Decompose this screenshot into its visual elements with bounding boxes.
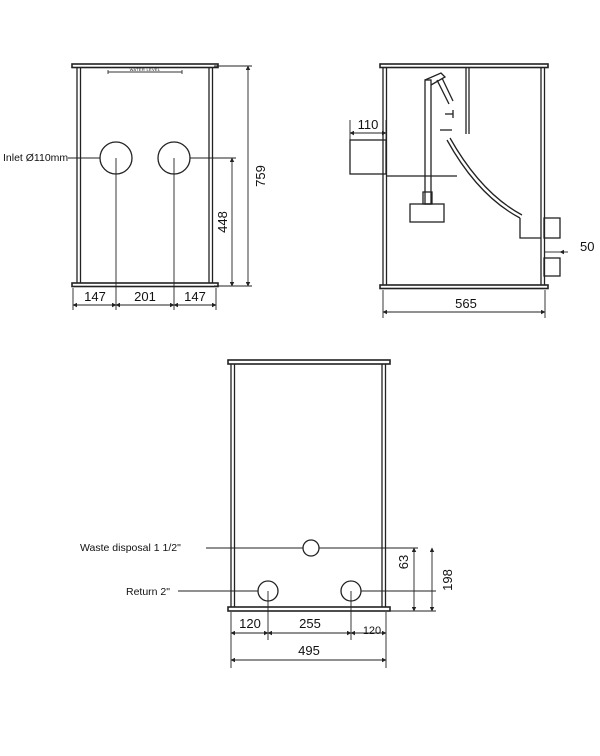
- waste-disposal-label: Waste disposal 1 1/2": [80, 542, 181, 554]
- side-outlet-upper: [543, 217, 561, 239]
- back-return-height: 198: [440, 569, 455, 591]
- side-pump-block: [409, 203, 445, 223]
- front-total-height: 759: [253, 165, 268, 187]
- front-inlet-height: 448: [215, 211, 230, 233]
- front-view: WATER LEVEL Inlet Ø110mm 147 201 147 448…: [3, 63, 268, 310]
- side-outlet-dim: 50: [580, 239, 594, 254]
- return-label: Return 2": [126, 586, 170, 598]
- front-bottom-rim: [71, 282, 219, 288]
- water-level-label: WATER LEVEL: [130, 67, 161, 72]
- side-bottom-rim: [379, 284, 549, 290]
- back-bottom-rim: [227, 606, 391, 612]
- front-left-wall: [76, 65, 82, 287]
- waste-disposal-circle: [302, 539, 320, 557]
- side-depth-dim: 565: [455, 296, 477, 311]
- side-curved-screen: [446, 139, 521, 219]
- side-right-wall: [540, 65, 546, 289]
- front-dim-middle: 201: [134, 289, 156, 304]
- side-inlet-dim: 110: [358, 117, 379, 132]
- side-internal-post: [424, 79, 432, 205]
- back-width-dim: 495: [298, 643, 320, 658]
- side-top-rim: [379, 63, 549, 69]
- back-dim-middle: 255: [299, 616, 321, 631]
- front-right-wall: [208, 65, 214, 287]
- side-diagonal-rod: [436, 79, 450, 105]
- back-right-wall: [381, 361, 387, 609]
- back-dim-right: 120: [363, 625, 381, 637]
- back-left-wall: [230, 361, 236, 609]
- water-level-marker: WATER LEVEL: [107, 67, 183, 74]
- side-curved-screen-b: [449, 137, 523, 216]
- front-dim-right: 147: [184, 289, 206, 304]
- side-inlet-pipe: [349, 139, 387, 175]
- back-view: Waste disposal 1 1/2" Return 2" 120 255 …: [80, 359, 455, 668]
- side-outlet-lower: [543, 257, 561, 277]
- side-outlet-channel: [519, 218, 541, 239]
- back-waste-height: 63: [396, 555, 411, 569]
- side-view: 110 50 565: [349, 63, 594, 318]
- side-diagonal-rod-b: [441, 77, 454, 102]
- side-pump-neck: [422, 191, 433, 205]
- side-left-wall: [382, 65, 388, 289]
- back-top-rim: [227, 359, 391, 365]
- front-dim-left: 147: [84, 289, 106, 304]
- back-dim-left: 120: [239, 616, 261, 631]
- inlet-label: Inlet Ø110mm: [3, 152, 68, 164]
